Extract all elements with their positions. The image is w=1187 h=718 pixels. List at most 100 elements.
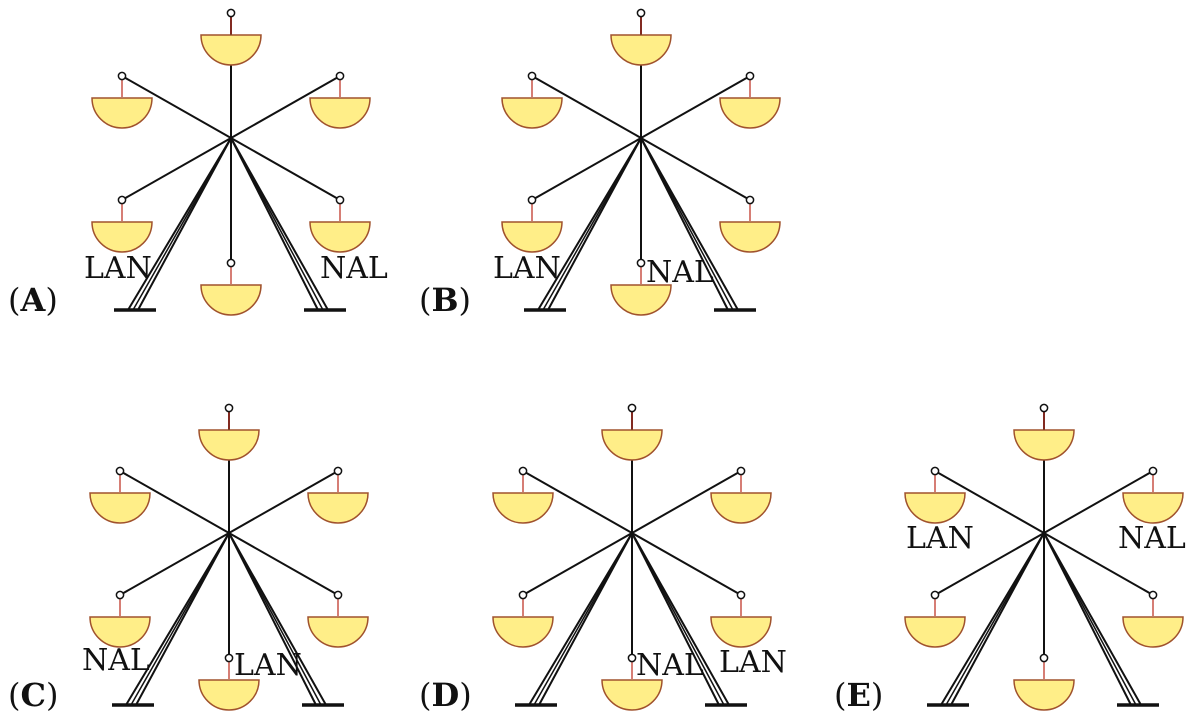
leg-line — [640, 137, 739, 311]
pivot-ring — [333, 590, 343, 600]
arm-lower-right — [640, 137, 781, 253]
leg-line — [1044, 534, 1137, 706]
pivot-ring — [333, 466, 343, 476]
basket — [610, 34, 672, 66]
spoke — [119, 532, 230, 596]
arm-lower-left — [904, 532, 1045, 648]
arm-lower-left — [89, 532, 230, 648]
option-D[interactable]: (D) — [419, 676, 472, 714]
ferris-wheel-D — [492, 403, 772, 711]
option-C[interactable]: (C) — [8, 676, 58, 714]
basket — [610, 284, 672, 316]
leg-line — [228, 532, 327, 706]
leg-line — [132, 139, 231, 311]
leg-line — [127, 137, 232, 311]
pivot-ring — [518, 590, 528, 600]
pivot-ring — [736, 466, 746, 476]
label-lan-E: LAN — [906, 521, 974, 556]
leg-line — [631, 532, 730, 706]
basket — [200, 284, 262, 316]
spoke — [121, 137, 232, 201]
spoke — [631, 470, 742, 534]
pivot-ring — [636, 8, 646, 18]
arm-top — [610, 8, 672, 138]
arm-upper-left — [904, 466, 1045, 534]
basket — [710, 492, 772, 524]
leg-line — [945, 534, 1044, 706]
spoke — [228, 470, 339, 534]
arm-upper-right — [631, 466, 772, 534]
basket — [1122, 492, 1184, 524]
label-lan-A: LAN — [84, 251, 152, 286]
basket — [200, 34, 262, 66]
ferris-wheel-B — [501, 8, 781, 316]
option-B[interactable]: (B) — [419, 281, 471, 319]
basket — [1122, 616, 1184, 648]
basket — [198, 679, 260, 711]
basket — [1013, 679, 1075, 711]
spoke — [640, 75, 751, 139]
label-nal-C: NAL — [82, 643, 150, 678]
basket — [198, 429, 260, 461]
basket — [89, 492, 151, 524]
arm-bottom — [610, 138, 672, 316]
leg-line — [230, 137, 329, 311]
spoke — [230, 137, 341, 201]
arm-lower-right — [1043, 532, 1184, 648]
leg-line — [130, 534, 229, 706]
basket — [307, 616, 369, 648]
basket — [501, 221, 563, 253]
basket — [91, 97, 153, 129]
label-lan-D: LAN — [719, 645, 787, 680]
spoke — [121, 75, 232, 139]
arm-lower-right — [230, 137, 371, 253]
leg-line — [1043, 532, 1142, 706]
basket — [89, 616, 151, 648]
pivot-ring — [226, 8, 236, 18]
basket — [904, 616, 966, 648]
spoke — [230, 75, 341, 139]
arm-lower-right — [631, 532, 772, 648]
pivot-ring — [527, 195, 537, 205]
basket — [904, 492, 966, 524]
spoke — [531, 75, 642, 139]
leg-line — [125, 532, 230, 706]
label-lan-C: LAN — [234, 648, 302, 683]
leg-line — [542, 139, 641, 311]
arm-upper-right — [230, 71, 371, 139]
option-E[interactable]: (E) — [834, 676, 883, 714]
basket — [719, 97, 781, 129]
pivot-ring — [518, 466, 528, 476]
pivot-ring — [115, 590, 125, 600]
leg-line — [528, 532, 633, 706]
label-nal-A: NAL — [320, 251, 388, 286]
pivot-ring — [1039, 403, 1049, 413]
ferris-wheel-C — [89, 403, 369, 711]
pivot-ring — [1148, 590, 1158, 600]
pivot-ring — [930, 590, 940, 600]
arm-bottom — [198, 533, 260, 711]
pivot-ring — [636, 258, 646, 268]
basket — [601, 679, 663, 711]
pivot-ring — [1148, 466, 1158, 476]
wheels-layer — [89, 8, 1184, 711]
pivot-ring — [117, 71, 127, 81]
spoke — [531, 137, 642, 201]
arm-top — [198, 403, 260, 533]
option-A[interactable]: (A) — [8, 281, 58, 319]
arm-upper-left — [89, 466, 230, 534]
leg-line — [533, 534, 632, 706]
spoke — [1043, 532, 1154, 596]
basket — [307, 492, 369, 524]
leg-line — [231, 139, 324, 311]
arm-bottom — [200, 138, 262, 316]
arm-upper-right — [1043, 466, 1184, 534]
basket — [492, 492, 554, 524]
pivot-ring — [930, 466, 940, 476]
spoke — [522, 470, 633, 534]
label-nal-B: NAL — [646, 255, 714, 290]
spoke — [228, 532, 339, 596]
ferris-wheel-E — [904, 403, 1184, 711]
pivot-ring — [224, 653, 234, 663]
